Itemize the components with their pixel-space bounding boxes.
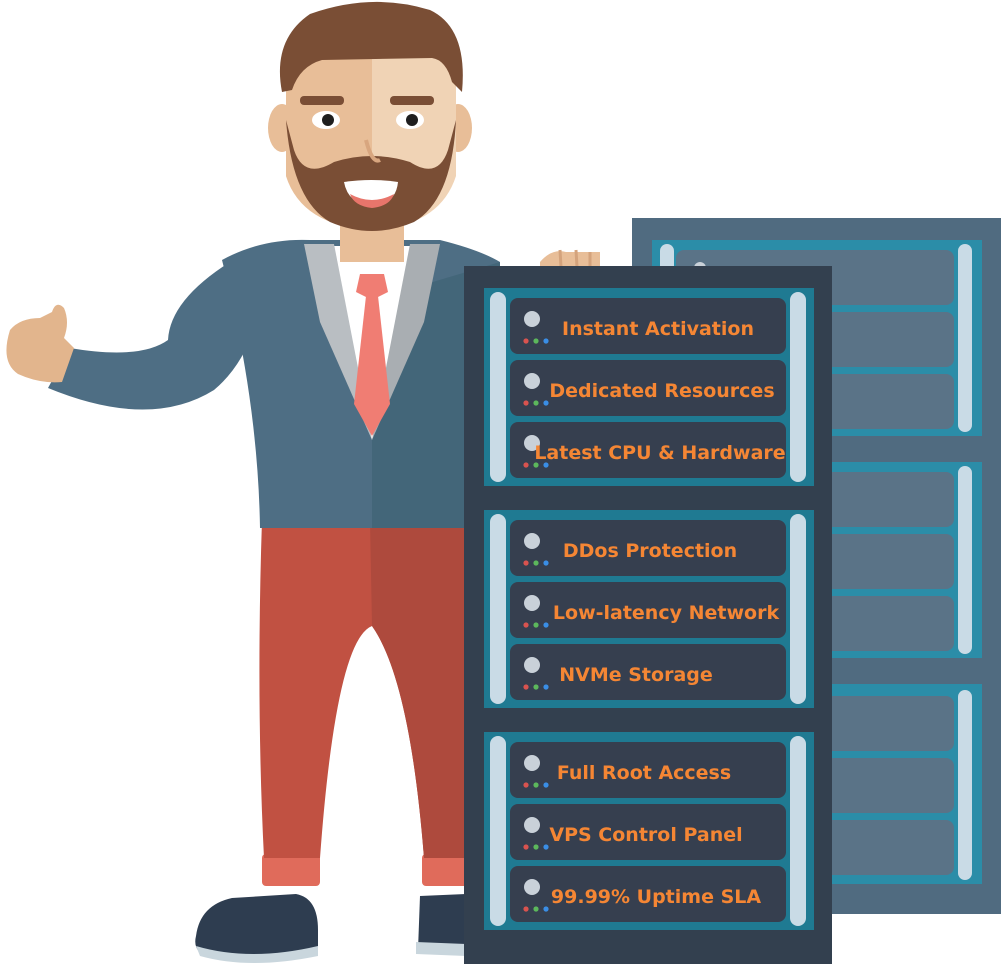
status-dot [523,462,529,468]
status-dot [523,844,529,850]
status-dot [523,338,529,344]
status-dot [533,622,539,628]
led-indicator [524,879,540,895]
feature-slot: Full Root Access [510,742,786,798]
led-indicator [524,817,540,833]
feature-slot: 99.99% Uptime SLA [510,866,786,922]
led-indicator [524,755,540,771]
feature-label: NVMe Storage [559,664,713,686]
status-dot [523,684,529,690]
led-indicator [524,435,540,451]
man-character [6,1,600,963]
feature-label: Dedicated Resources [549,380,774,402]
feature-slot: VPS Control Panel [510,804,786,860]
feature-label: Full Root Access [557,762,731,784]
status-dot [543,684,549,690]
feature-slot: Latest CPU & Hardware [510,422,786,478]
status-dot [523,400,529,406]
status-dot [523,906,529,912]
status-dot [543,338,549,344]
status-dot [533,462,539,468]
status-dot [533,338,539,344]
status-dot [533,844,539,850]
status-dot [533,782,539,788]
feature-label: 99.99% Uptime SLA [551,886,761,908]
feature-slot: Dedicated Resources [510,360,786,416]
status-dot [523,782,529,788]
status-dot [543,844,549,850]
status-dot [533,906,539,912]
status-dot [543,462,549,468]
feature-label: Low-latency Network [553,602,780,624]
status-dot [523,622,529,628]
feature-slot: Instant Activation [510,298,786,354]
led-indicator [524,595,540,611]
feature-slot: NVMe Storage [510,644,786,700]
status-dot [533,560,539,566]
feature-label: DDos Protection [563,540,737,562]
led-indicator [524,657,540,673]
status-dot [533,400,539,406]
feature-slot: Low-latency Network [510,582,786,638]
status-dot [543,782,549,788]
status-dot [523,560,529,566]
feature-label: VPS Control Panel [549,824,742,846]
feature-label: Latest CPU & Hardware [534,442,785,464]
status-dot [543,400,549,406]
feature-slot: DDos Protection [510,520,786,576]
status-dot [543,622,549,628]
led-indicator [524,311,540,327]
feature-label: Instant Activation [562,318,754,340]
status-dot [533,684,539,690]
status-dot [543,560,549,566]
status-dot [543,906,549,912]
led-indicator [524,373,540,389]
led-indicator [524,533,540,549]
